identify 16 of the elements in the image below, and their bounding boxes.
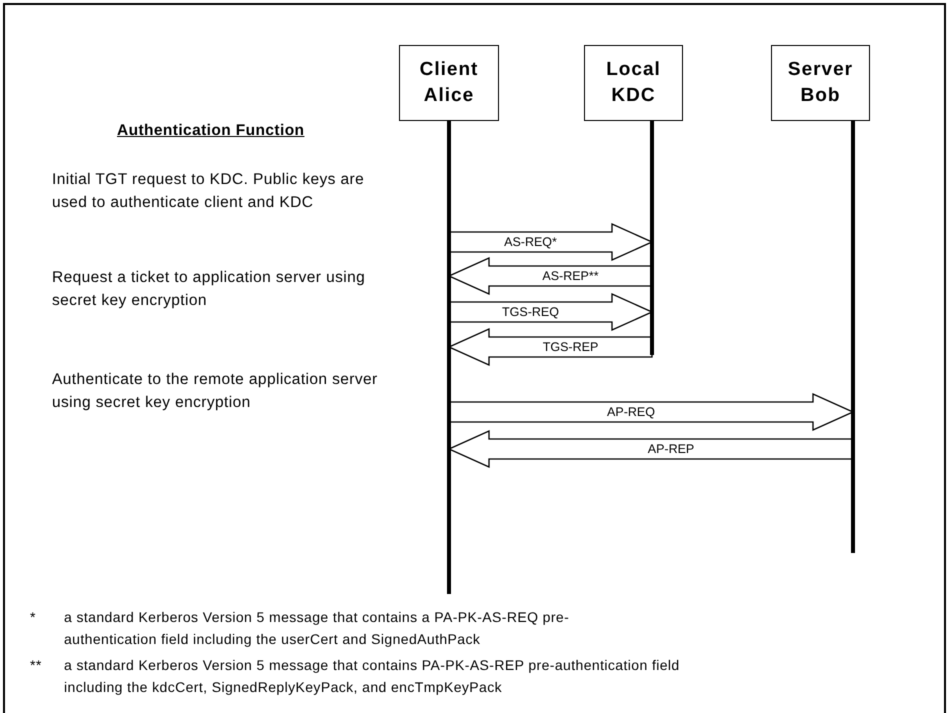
- edge-label: AS-REP**: [540, 269, 601, 283]
- step-description: Initial TGT request to KDC. Public keys are used to authenticate client and KDC: [52, 170, 366, 213]
- edge-label: AP-REP: [646, 442, 696, 456]
- section-heading: Authentication Function: [117, 121, 304, 141]
- participant-name: Local KDC: [605, 58, 662, 108]
- participant-name: Client Alice: [418, 58, 480, 108]
- footnote-text: a standard Kerberos Version 5 message that contains PA-PK-AS-REP pre-authentication field including the kdcCert, SignedReplyKeyPack, and encTmpKeyPack: [64, 656, 681, 697]
- footnote-mark: *: [30, 608, 37, 627]
- step-description: Authenticate to the remote application server using secret key encryption: [52, 370, 379, 413]
- step-description: Request a ticket to application server using secret key encryption: [52, 268, 366, 311]
- edge-label: AS-REQ*: [502, 235, 559, 249]
- participant-name: Server Bob: [786, 58, 854, 108]
- edge-label: AP-REQ: [605, 405, 657, 419]
- footnote-mark: **: [30, 656, 43, 675]
- edge-label: TGS-REQ: [500, 305, 561, 319]
- edge-label: TGS-REP: [540, 340, 600, 354]
